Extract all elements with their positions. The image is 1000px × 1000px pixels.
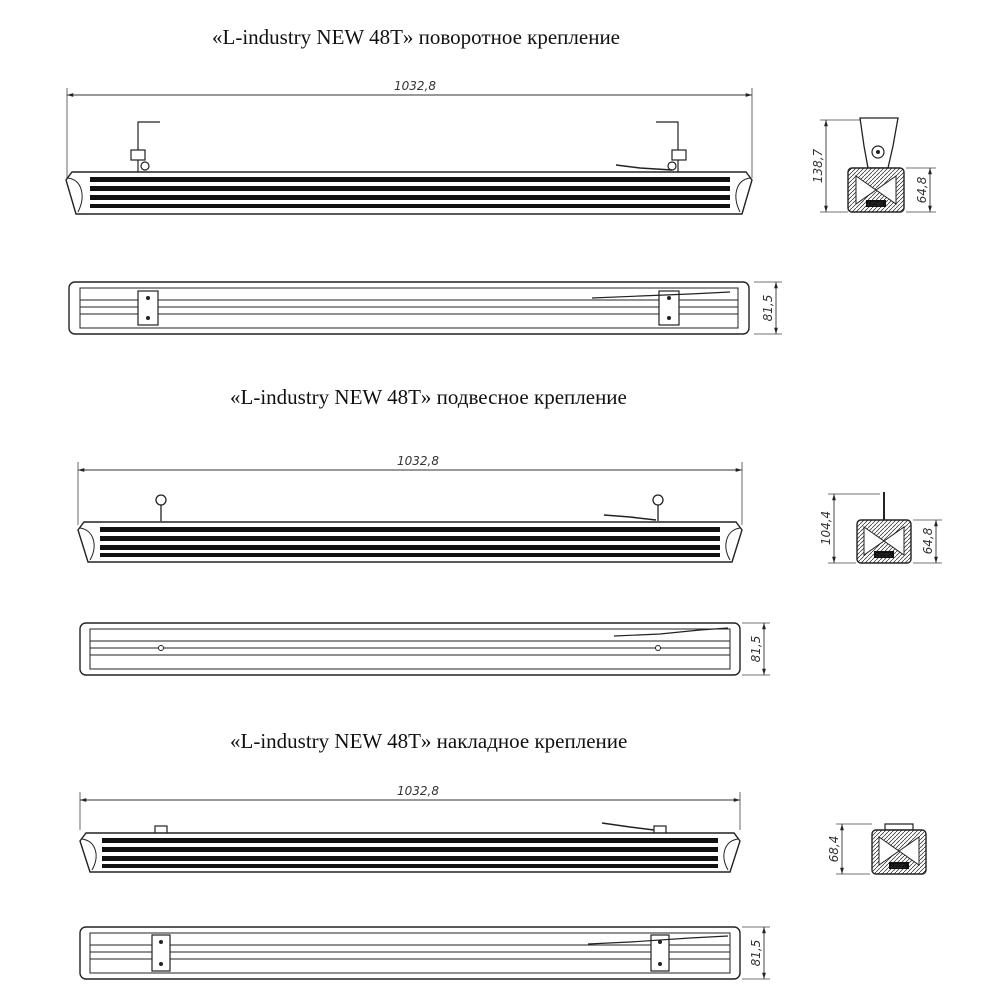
- depth-dimension-3: 81,5: [742, 926, 770, 980]
- length-label-1: 1032,8: [394, 79, 436, 93]
- power-cable-1: [615, 164, 673, 171]
- lamp-side-view-1: [65, 171, 753, 215]
- logo-text-1: LEDEL: [868, 202, 884, 208]
- lamp-side-view-3: [79, 832, 741, 873]
- side-height-label-3: 68,4: [827, 836, 841, 863]
- depth-dimension-1: 81,5: [754, 281, 782, 335]
- lamp-side-view-2: [77, 521, 743, 563]
- depth-label-2: 81,5: [749, 636, 763, 663]
- body-height-label-1: 64,8: [915, 176, 929, 203]
- pendant-mount-group: 1032,8: [77, 454, 942, 676]
- length-label-3: 1032,8: [397, 784, 439, 798]
- end-view-2: 104,4 LEDEL 64,8: [819, 492, 942, 564]
- lamp-top-view-2: [79, 622, 741, 676]
- swivel-bracket-right: [656, 121, 687, 172]
- section-title-surface: «L-industry NEW 48T» накладное крепление: [230, 729, 628, 753]
- lamp-top-view-3: [79, 926, 741, 980]
- body-height-label-2: 64,8: [921, 527, 935, 554]
- swivel-mount-group: 1032,8: [65, 79, 936, 335]
- depth-label-1: 81,5: [761, 295, 775, 322]
- section-title-swivel: «L-industry NEW 48T» поворотное креплени…: [212, 25, 621, 49]
- power-cable-2: [603, 514, 657, 521]
- surface-mount-group: 1032,8: [79, 784, 927, 980]
- length-dimension-2: 1032,8: [77, 454, 743, 525]
- length-label-2: 1032,8: [397, 454, 439, 468]
- end-view-3: 68,4 LEDEL: [827, 823, 927, 875]
- length-dimension-1: 1032,8: [66, 79, 753, 178]
- section-title-pendant: «L-industry NEW 48T» подвесное крепление: [230, 385, 627, 409]
- hanging-eye-left: [155, 494, 167, 521]
- end-view-1: 138,7 LEDEL 64,8: [811, 117, 936, 213]
- logo-text-2: LEDEL: [876, 553, 892, 559]
- power-cable-3: [601, 822, 655, 831]
- depth-label-3: 81,5: [749, 940, 763, 967]
- logo-text-3: LEDEL: [891, 864, 907, 870]
- side-height-label-1: 138,7: [811, 148, 825, 183]
- length-dimension-3: 1032,8: [79, 784, 741, 830]
- lamp-top-view-1: [68, 281, 750, 335]
- side-height-label-2: 104,4: [819, 511, 833, 545]
- hanging-eye-right: [652, 494, 664, 521]
- depth-dimension-2: 81,5: [742, 622, 770, 676]
- swivel-bracket-left: [130, 121, 160, 172]
